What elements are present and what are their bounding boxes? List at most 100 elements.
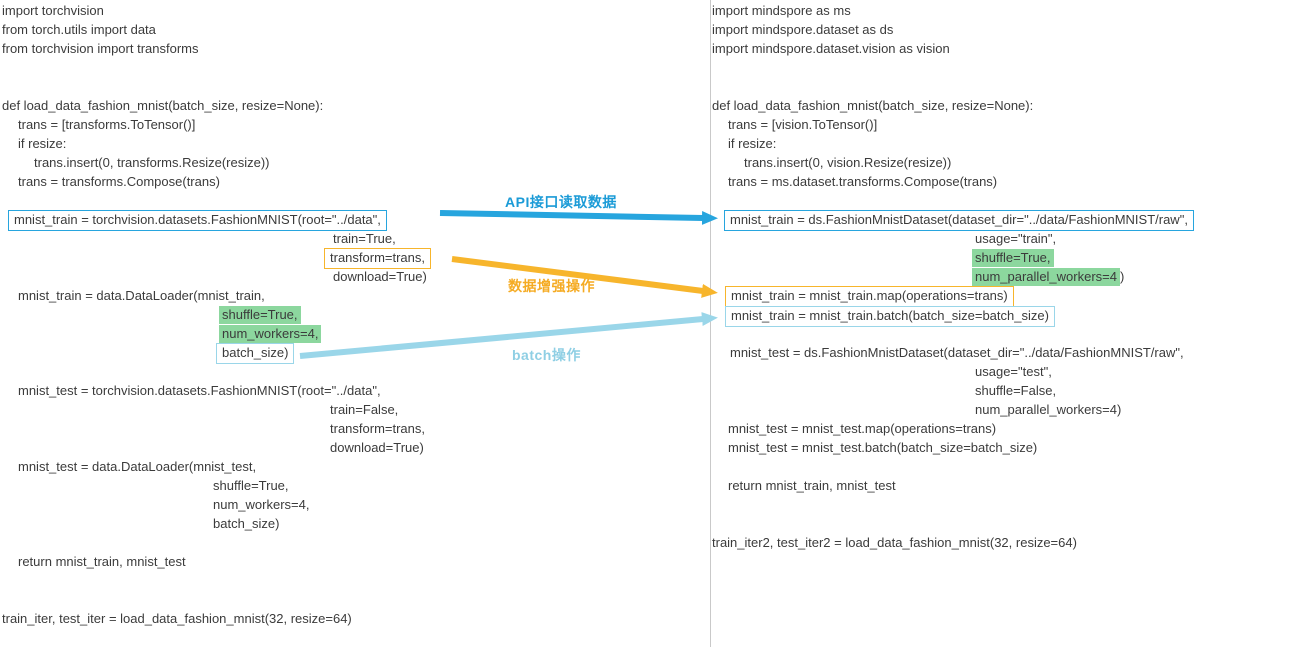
mindspore-code-line: def load_data_fashion_mnist(batch_size, …: [712, 98, 1033, 114]
code-text: transform=trans,: [330, 421, 426, 436]
mindspore-code-line: import mindspore as ms: [712, 3, 851, 19]
code-text: shuffle=True,: [213, 478, 289, 493]
mindspore-code-line: usage="train",: [975, 231, 1056, 247]
code-text: def load_data_fashion_mnist(batch_size, …: [712, 98, 1034, 113]
pytorch-code-line: mnist_test = torchvision.datasets.Fashio…: [18, 383, 381, 399]
code-text: batch_size): [213, 516, 280, 531]
code-text: num_parallel_workers=4): [975, 402, 1122, 417]
pytorch-code-line: trans = transforms.Compose(trans): [18, 174, 220, 190]
code-text: train=False,: [330, 402, 399, 417]
pytorch-code-line: mnist_train = torchvision.datasets.Fashi…: [8, 210, 387, 231]
code-text: mnist_train = data.DataLoader(mnist_trai…: [18, 288, 265, 303]
code-text: train=True,: [333, 231, 396, 246]
code-text: num_workers=4,: [213, 497, 310, 512]
pytorch-code-line: train_iter, test_iter = load_data_fashio…: [2, 611, 352, 627]
pytorch-code-line: trans = [transforms.ToTensor()]: [18, 117, 195, 133]
api-read-label: API接口读取数据: [505, 194, 617, 210]
code-text: from torch.utils import data: [2, 22, 156, 37]
code-text: num_parallel_workers=4: [972, 268, 1120, 286]
pytorch-code-line: train=False,: [330, 402, 398, 418]
code-text: mnist_test = mnist_test.batch(batch_size…: [728, 440, 1038, 455]
batch-arrow: [299, 312, 718, 359]
code-text: mnist_train = mnist_train.map(operations…: [725, 286, 1014, 307]
mindspore-code-line: import mindspore.dataset as ds: [712, 22, 893, 38]
code-text: return mnist_train, mnist_test: [728, 478, 896, 493]
code-text: batch_size): [216, 343, 295, 364]
code-text: mnist_train = ds.FashionMnistDataset(dat…: [724, 210, 1194, 231]
code-text: num_workers=4,: [219, 325, 322, 343]
code-text: trans.insert(0, vision.Resize(resize)): [744, 155, 952, 170]
pytorch-code-line: batch_size): [216, 343, 295, 364]
pytorch-code-line: train=True,: [333, 231, 396, 247]
code-text: from torchvision import transforms: [2, 41, 199, 56]
mindspore-code-line: num_parallel_workers=4): [975, 402, 1121, 418]
mindspore-code-line: trans.insert(0, vision.Resize(resize)): [744, 155, 951, 171]
code-text-suffix: ): [1120, 269, 1125, 284]
mindspore-code-line: trans = ms.dataset.transforms.Compose(tr…: [728, 174, 997, 190]
code-text: mnist_test = ds.FashionMnistDataset(data…: [730, 345, 1184, 360]
mindspore-code-line: num_parallel_workers=4): [972, 268, 1125, 286]
mindspore-code-line: mnist_train = ds.FashionMnistDataset(dat…: [724, 210, 1194, 231]
code-text: return mnist_train, mnist_test: [18, 554, 186, 569]
pytorch-code-line: mnist_train = data.DataLoader(mnist_trai…: [18, 288, 265, 304]
pytorch-code-line: mnist_test = data.DataLoader(mnist_test,: [18, 459, 256, 475]
batch-label: batch操作: [512, 347, 581, 363]
code-text: import torchvision: [2, 3, 104, 18]
code-text: if resize:: [18, 136, 67, 151]
pytorch-code-line: transform=trans,: [330, 421, 425, 437]
code-text: import mindspore.dataset.vision as visio…: [712, 41, 950, 56]
code-text: shuffle=True,: [972, 249, 1054, 267]
code-text: trans = transforms.Compose(trans): [18, 174, 220, 189]
code-text: trans = [transforms.ToTensor()]: [18, 117, 196, 132]
mindspore-code-line: trans = [vision.ToTensor()]: [728, 117, 877, 133]
pytorch-code-line: trans.insert(0, transforms.Resize(resize…: [34, 155, 270, 171]
code-text: usage="train",: [975, 231, 1057, 246]
code-text: def load_data_fashion_mnist(batch_size, …: [2, 98, 324, 113]
code-text: transform=trans,: [324, 248, 432, 269]
code-text: train_iter2, test_iter2 = load_data_fash…: [712, 535, 1077, 550]
code-text: shuffle=True,: [219, 306, 301, 324]
code-text: import mindspore.dataset as ds: [712, 22, 894, 37]
pytorch-code-line: from torchvision import transforms: [2, 41, 199, 57]
augment-label: 数据增强操作: [508, 278, 595, 294]
code-text: train_iter, test_iter = load_data_fashio…: [2, 611, 352, 626]
mindspore-code-line: usage="test",: [975, 364, 1052, 380]
code-text: usage="test",: [975, 364, 1052, 379]
api-arrow: [439, 210, 718, 225]
pytorch-code-line: num_workers=4,: [219, 325, 322, 343]
pytorch-code-line: transform=trans,: [324, 248, 432, 269]
pytorch-code-line: batch_size): [213, 516, 279, 532]
mindspore-code-line: mnist_test = mnist_test.map(operations=t…: [728, 421, 996, 437]
pytorch-code-line: from torch.utils import data: [2, 22, 156, 38]
code-text: download=True): [333, 269, 427, 284]
mindspore-code-line: mnist_test = ds.FashionMnistDataset(data…: [730, 345, 1184, 361]
code-text: if resize:: [728, 136, 777, 151]
code-text: trans = [vision.ToTensor()]: [728, 117, 878, 132]
pytorch-code-line: shuffle=True,: [219, 306, 301, 324]
mindspore-code-line: shuffle=False,: [975, 383, 1056, 399]
code-text: mnist_test = mnist_test.map(operations=t…: [728, 421, 997, 436]
code-text: trans.insert(0, transforms.Resize(resize…: [34, 155, 270, 170]
mindspore-code-line: mnist_test = mnist_test.batch(batch_size…: [728, 440, 1037, 456]
code-text: download=True): [330, 440, 424, 455]
mindspore-code-line: import mindspore.dataset.vision as visio…: [712, 41, 950, 57]
pytorch-code-line: import torchvision: [2, 3, 104, 19]
pytorch-code-line: return mnist_train, mnist_test: [18, 554, 186, 570]
pytorch-code-line: if resize:: [18, 136, 66, 152]
mindspore-code-line: if resize:: [728, 136, 776, 152]
mindspore-code-line: mnist_train = mnist_train.map(operations…: [725, 286, 1014, 307]
code-text: mnist_train = torchvision.datasets.Fashi…: [8, 210, 387, 231]
code-text: mnist_train = mnist_train.batch(batch_si…: [725, 306, 1055, 327]
mindspore-code-line: train_iter2, test_iter2 = load_data_fash…: [712, 535, 1077, 551]
panel-divider: [710, 0, 711, 647]
mindspore-code-line: shuffle=True,: [972, 249, 1054, 267]
pytorch-code-line: shuffle=True,: [213, 478, 289, 494]
code-text: trans = ms.dataset.transforms.Compose(tr…: [728, 174, 998, 189]
code-text: import mindspore as ms: [712, 3, 851, 18]
code-text: mnist_test = data.DataLoader(mnist_test,: [18, 459, 257, 474]
pytorch-code-line: num_workers=4,: [213, 497, 309, 513]
pytorch-code-line: download=True): [333, 269, 427, 285]
code-text: mnist_test = torchvision.datasets.Fashio…: [18, 383, 381, 398]
pytorch-code-line: download=True): [330, 440, 424, 456]
